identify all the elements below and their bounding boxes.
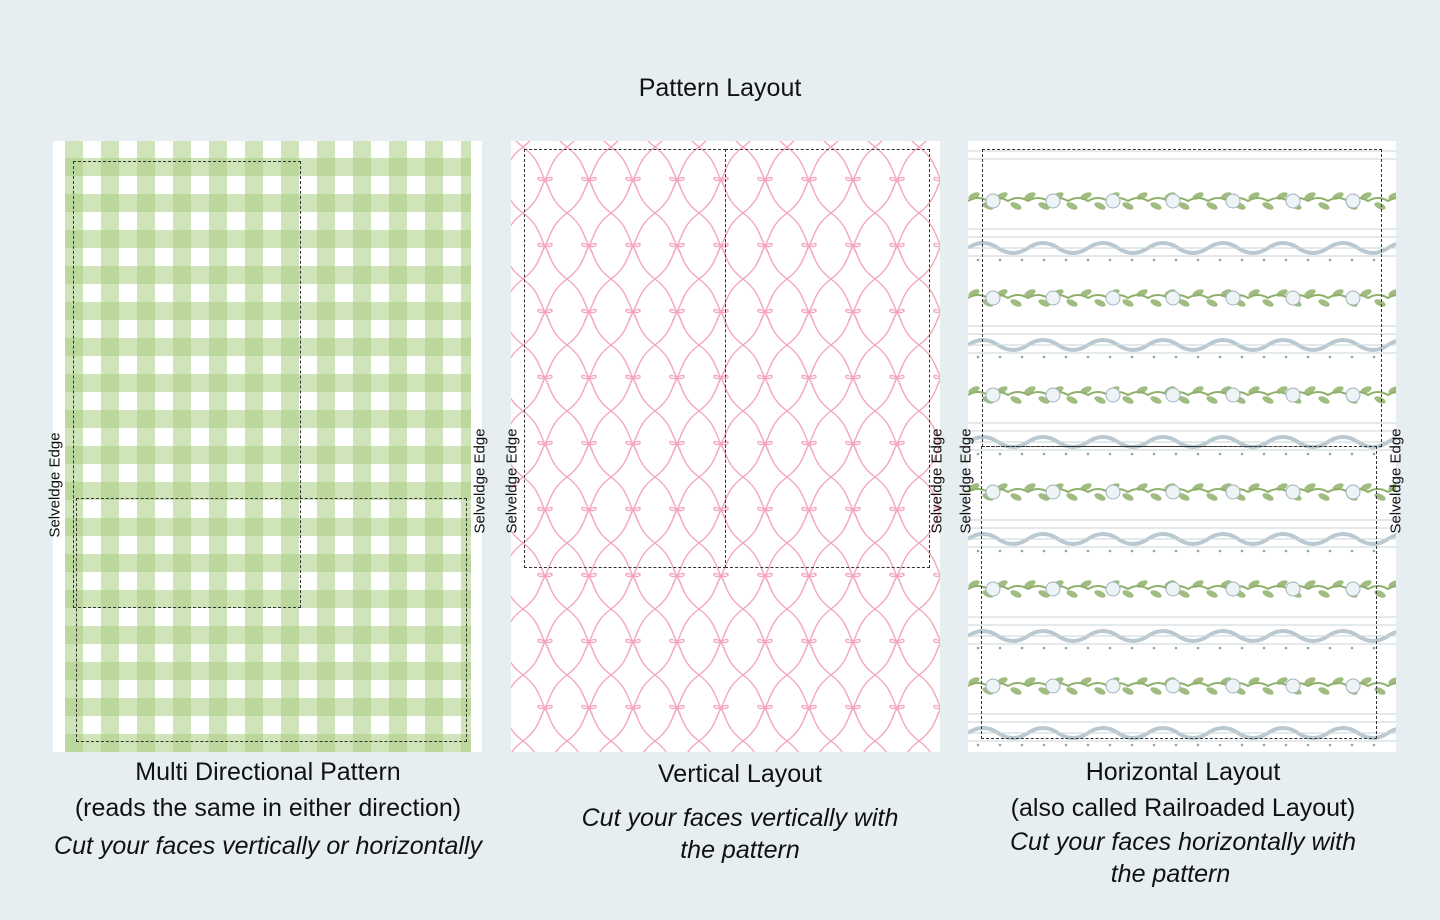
cut-face-left <box>524 149 726 568</box>
page-title: Pattern Layout <box>638 74 802 102</box>
selvedge-label: Selveldge Edge <box>46 432 64 538</box>
caption-instruction: the pattern <box>680 836 800 864</box>
caption-subheading: (also called Railroaded Layout) <box>1010 794 1356 822</box>
cut-face-horizontal <box>76 498 467 742</box>
caption-multi-directional: Multi Directional Pattern (reads the sam… <box>18 754 518 862</box>
selvedge-label: Selveldge Edge <box>471 428 489 534</box>
caption-horizontal: Horizontal Layout (also called Railroade… <box>933 754 1433 890</box>
caption-heading: Multi Directional Pattern <box>135 758 401 786</box>
cut-face-top <box>982 149 1382 447</box>
cut-face-right <box>725 149 930 568</box>
caption-heading: Horizontal Layout <box>1085 758 1281 786</box>
vertical-layout-swatch <box>511 141 940 752</box>
caption-instruction: the pattern <box>1110 860 1231 888</box>
caption-vertical: Vertical Layout Cut your faces verticall… <box>490 756 990 866</box>
caption-instruction: Cut your faces vertically or horizontall… <box>54 832 482 860</box>
selvedge-label: Selveldge Edge <box>957 428 975 534</box>
caption-instruction: Cut your faces horizontally with <box>1010 828 1356 856</box>
multi-directional-swatch <box>53 141 482 752</box>
horizontal-layout-swatch <box>968 141 1396 752</box>
selvedge-label: Selveldge Edge <box>503 428 521 534</box>
selvedge-label: Selveldge Edge <box>1387 428 1405 534</box>
caption-instruction: Cut your faces vertically with <box>581 804 899 832</box>
caption-heading: Vertical Layout <box>658 760 822 788</box>
floral-stripe-pattern <box>968 150 1396 747</box>
cut-face-bottom <box>981 446 1377 739</box>
gingham-pattern <box>65 141 471 752</box>
selvedge-label: Selveldge Edge <box>928 428 946 534</box>
caption-subheading: (reads the same in either direction) <box>74 794 462 822</box>
cut-face-vertical <box>73 161 301 608</box>
